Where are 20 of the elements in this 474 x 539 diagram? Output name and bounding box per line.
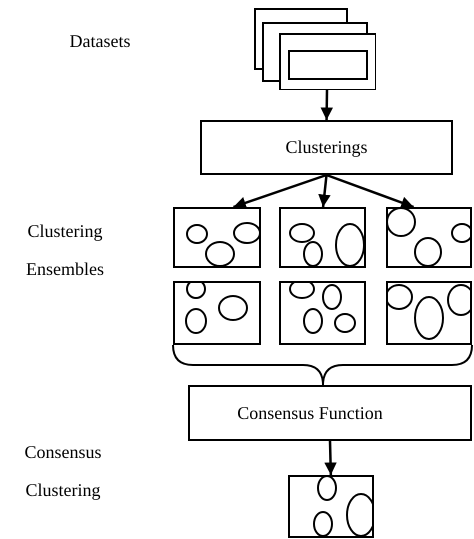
cluster-box [173, 281, 261, 345]
cluster-box [279, 281, 366, 345]
process-box [188, 385, 472, 441]
box-label: Consensus Function [237, 402, 383, 424]
cluster-box [288, 475, 374, 538]
arrow [320, 90, 333, 120]
row-label: Consensus Clustering [23, 441, 102, 502]
row-label: Datasets [68, 30, 132, 53]
box-label: Clusterings [285, 137, 368, 158]
process-box [200, 120, 453, 175]
row-label: Clustering Ensembles [25, 220, 105, 281]
arrow [326, 174, 414, 209]
arrow [324, 440, 337, 476]
cluster-box [279, 207, 366, 268]
arrow [318, 174, 331, 208]
cluster-box [386, 207, 472, 268]
arrow [233, 174, 327, 209]
cluster-box [173, 207, 261, 268]
document-stack-icon [254, 8, 376, 90]
cluster-box [386, 281, 472, 345]
